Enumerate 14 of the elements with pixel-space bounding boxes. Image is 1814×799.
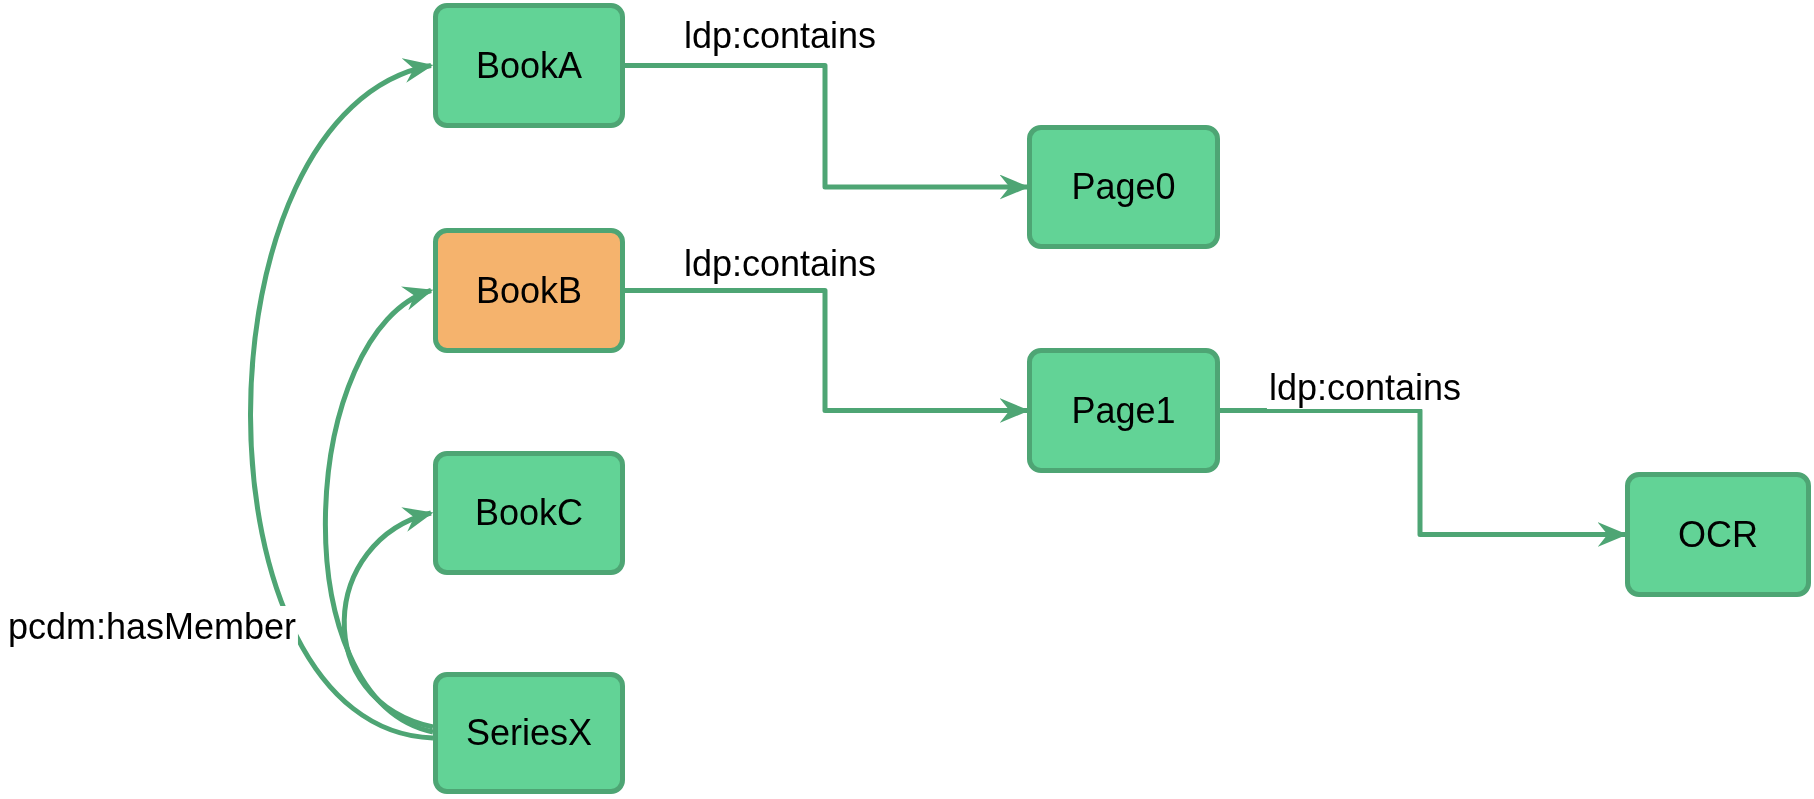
node-box [433, 3, 625, 128]
node-label: Page1 [1071, 389, 1176, 432]
node-label: BookC [474, 492, 584, 534]
node-box [1625, 472, 1811, 597]
node-box [433, 672, 625, 794]
node-label: BookB [475, 269, 583, 312]
node-box [1027, 348, 1220, 473]
node-label: OCR [1678, 513, 1758, 556]
node-label: BookA [475, 44, 583, 87]
node-box [1027, 125, 1220, 249]
node-label: Page0 [1071, 166, 1176, 208]
node-box [433, 228, 625, 353]
node-box [433, 451, 625, 575]
node-label: SeriesX [465, 712, 593, 754]
